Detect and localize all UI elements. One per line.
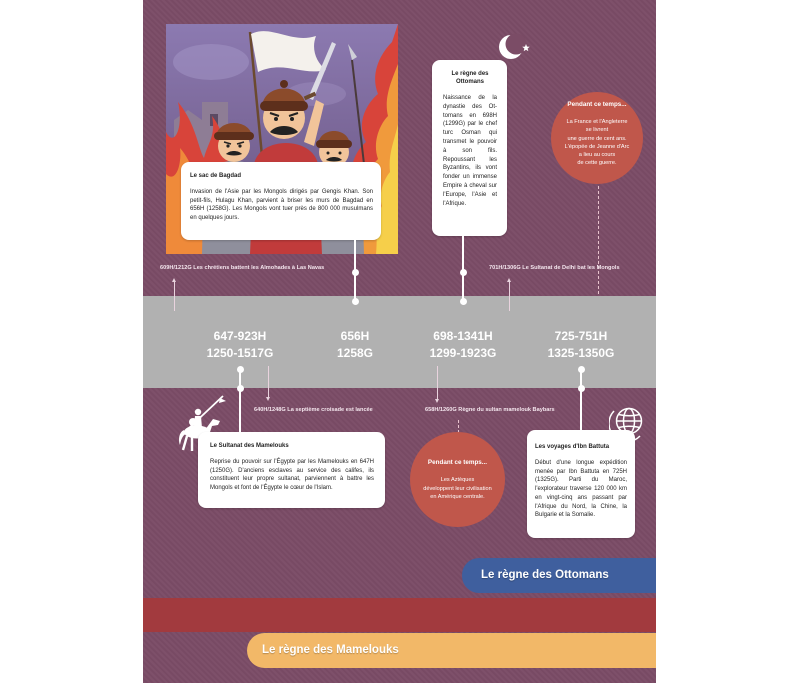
dark-red-band xyxy=(143,598,656,632)
period-gregorian: 1258G xyxy=(336,346,374,360)
meanwhile-line: La France et l'Angleterre xyxy=(566,119,628,125)
period-sac-bagdad: 656H 1258G xyxy=(305,328,405,362)
event-marker-arrow xyxy=(507,278,511,282)
event-baybars: 658H/1260G Règne du sultan mamelouk Bayb… xyxy=(425,407,555,413)
card-regne-des-ottomans: Le règne des Ottomans Naissance de la dy… xyxy=(432,60,507,236)
timeline-dot xyxy=(351,268,359,276)
spear xyxy=(348,44,365,165)
period-hijri: 698-1341H xyxy=(433,329,493,343)
meanwhile-line: en Amérique centrale. xyxy=(430,494,485,500)
period-gregorian: 1299-1923G xyxy=(429,346,497,360)
timeline-connector-725h xyxy=(580,368,582,430)
timeline-connector-647h xyxy=(239,368,241,432)
event-marker-arrow xyxy=(266,397,270,401)
timeline-dot xyxy=(351,297,359,305)
card-voyages-ibn-battuta: Les voyages d'Ibn Battuta Début d'une lo… xyxy=(527,430,635,538)
period-ottomans: 698-1341H 1299-1923G xyxy=(413,328,513,362)
event-marker-line xyxy=(437,366,438,399)
timeline-dot xyxy=(459,297,467,305)
timeline-dot xyxy=(577,365,585,373)
meanwhile-line: une guerre de cent ans. xyxy=(567,135,627,142)
event-sultanat-delhi: 701H/1306G Le Sultanat de Delhi bat les … xyxy=(489,265,620,271)
card-title: Les voyages d'Ibn Battuta xyxy=(535,444,610,450)
period-gregorian: 1250-1517G xyxy=(206,346,274,360)
meanwhile-text: La France et l'Angleterre se livrent une… xyxy=(551,118,643,168)
meanwhile-text: Les Aztèques développent leur civilisati… xyxy=(410,476,505,502)
meanwhile-title: Pendant ce temps... xyxy=(427,459,488,466)
card-text: Début d'une longue expédition menée par … xyxy=(535,460,627,519)
card-title: Le règne des Ottomans xyxy=(451,71,489,85)
event-marker-line xyxy=(509,281,510,311)
crescent-star-icon xyxy=(499,33,530,59)
event-marker-line xyxy=(174,281,175,311)
event-marker-arrow xyxy=(172,278,176,282)
timeline-dot xyxy=(236,384,244,392)
meanwhile-line: de cette guerre. xyxy=(577,160,617,167)
timeline-dot xyxy=(459,268,467,276)
event-septieme-croisade: 640H/1248G La septième croisade est lanc… xyxy=(254,407,373,413)
period-ibn-battuta: 725-751H 1325-1350G xyxy=(531,328,631,362)
sword xyxy=(303,42,336,101)
card-sultanat-des-mamelouks: Le Sultanat des Mamelouks Reprise du pou… xyxy=(198,432,385,508)
period-hijri: 647-923H xyxy=(213,329,267,343)
meanwhile-line: se livrent xyxy=(585,127,609,134)
event-marker-line xyxy=(268,366,269,397)
meanwhile-line: développent leur civilisation xyxy=(423,485,492,492)
card-title: Le Sultanat des Mamelouks xyxy=(210,443,289,449)
timeline-band xyxy=(143,296,656,388)
meanwhile-connector-bottom xyxy=(458,420,459,433)
period-gregorian: 1325-1350G xyxy=(547,346,615,360)
period-mamelouks: 647-923H 1250-1517G xyxy=(190,328,290,362)
white-flag xyxy=(248,31,326,157)
meanwhile-line: L'épopée de Jeanne d'Arc xyxy=(564,143,630,150)
banner-regne-des-ottomans: Le règne des Ottomans xyxy=(462,558,656,593)
timeline-dot xyxy=(577,384,585,392)
card-sac-de-bagdad: Le sac de Bagdad Invasion de l'Asie par … xyxy=(181,162,381,240)
banner-regne-des-mamelouks: Le règne des Mamelouks xyxy=(247,633,656,668)
card-text: Reprise du pouvoir sur l'Égypte par les … xyxy=(210,459,374,492)
period-hijri: 656H xyxy=(340,329,370,343)
card-text: Naissance de la dynastie des Ot­tomans e… xyxy=(443,95,497,207)
meanwhile-connector-top xyxy=(598,186,599,294)
event-marker-arrow xyxy=(435,399,439,403)
card-title: Le sac de Bagdad xyxy=(190,173,242,179)
globe-icon xyxy=(609,407,643,443)
card-text: Invasion de l'Asie par les Mongols dirig… xyxy=(190,189,373,222)
period-hijri: 725-751H xyxy=(554,329,608,343)
event-las-navas: 609H/1212G Les chrétiens battent les Alm… xyxy=(160,265,325,271)
meanwhile-line: a lieu au cours xyxy=(578,152,616,159)
timeline-dot xyxy=(236,365,244,373)
meanwhile-circle-aztecs: Pendant ce temps... Les Aztèques dévelop… xyxy=(410,432,505,527)
meanwhile-title: Pendant ce temps... xyxy=(567,101,627,108)
meanwhile-circle-hundred-years-war: Pendant ce temps... La France et l'Angle… xyxy=(551,92,643,184)
meanwhile-line: Les Aztèques xyxy=(440,477,475,483)
